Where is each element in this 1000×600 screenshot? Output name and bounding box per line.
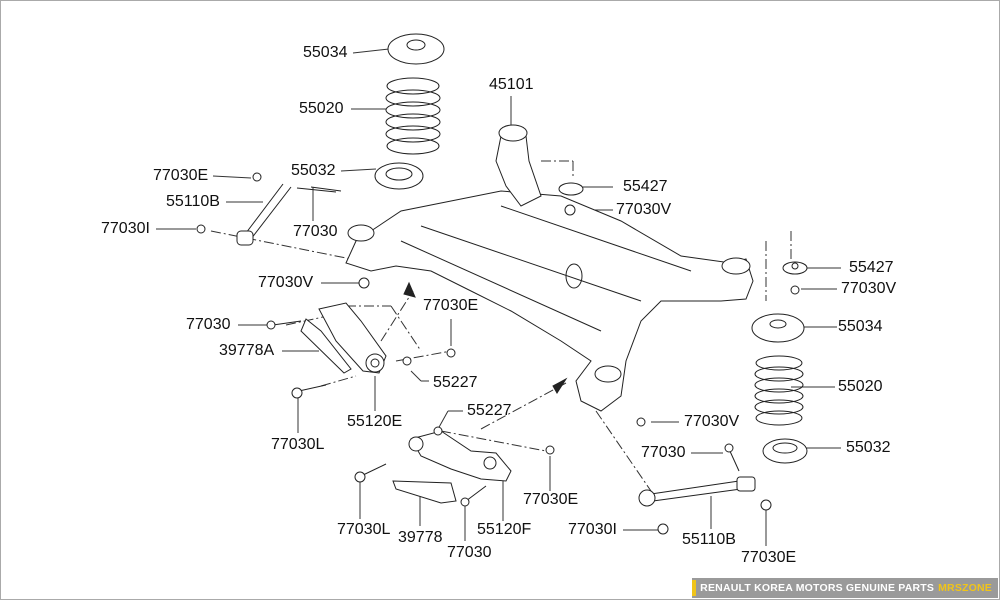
part-label-77030l[interactable]: 77030L	[337, 521, 391, 538]
part-label-55120e[interactable]: 55120E	[347, 413, 403, 430]
part-label-77030v[interactable]: 77030V	[841, 280, 897, 297]
part-label-77030[interactable]: 77030	[641, 444, 686, 461]
direction-arrows	[403, 281, 568, 394]
spring-seat-lower-right	[762, 438, 808, 464]
part-label-55032[interactable]: 55032	[291, 162, 336, 179]
lower-arm-center	[392, 426, 555, 504]
part-label-55034[interactable]: 55034	[303, 44, 348, 61]
part-label-55227[interactable]: 55227	[433, 374, 478, 391]
part-label-77030l[interactable]: 77030L	[271, 436, 325, 453]
part-label-55110b[interactable]: 55110B	[166, 193, 220, 210]
part-label-39778a[interactable]: 39778A	[219, 342, 275, 359]
part-label-55110b[interactable]: 55110B	[682, 531, 736, 548]
part-label-55427[interactable]: 55427	[623, 178, 668, 195]
part-label-55020[interactable]: 55020	[838, 378, 883, 395]
part-label-55034[interactable]: 55034	[838, 318, 883, 335]
lower-arm-left	[300, 302, 456, 374]
fasteners	[266, 182, 808, 535]
spring-seat-upper-right	[751, 313, 805, 343]
part-label-77030e[interactable]: 77030E	[153, 167, 209, 184]
part-label-77030e[interactable]: 77030E	[423, 297, 479, 314]
watermark-accent-bar	[692, 580, 697, 596]
part-label-77030v[interactable]: 77030V	[258, 274, 314, 291]
upper-link-left	[196, 172, 370, 289]
upper-link-right	[638, 476, 756, 507]
part-label-77030[interactable]: 77030	[186, 316, 231, 333]
part-label-77030[interactable]: 77030	[447, 544, 492, 561]
watermark-banner: RENAULT KOREA MOTORS GENUINE PARTS MRSZO…	[692, 578, 998, 598]
part-label-55227[interactable]: 55227	[467, 402, 512, 419]
part-label-77030i[interactable]: 77030I	[101, 220, 150, 237]
part-label-77030[interactable]: 77030	[293, 223, 338, 240]
part-label-45101[interactable]: 45101	[489, 76, 534, 93]
part-label-77030i[interactable]: 77030I	[568, 521, 617, 538]
part-label-55020[interactable]: 55020	[299, 100, 344, 117]
watermark-brand: MRSZONE	[938, 582, 992, 594]
spring-seat-upper-left	[387, 33, 445, 65]
coil-spring-right	[754, 355, 804, 426]
coil-spring-left	[385, 77, 441, 155]
part-label-39778[interactable]: 39778	[398, 529, 443, 546]
part-label-55120f[interactable]: 55120F	[477, 521, 532, 538]
part-label-55427[interactable]: 55427	[849, 259, 894, 276]
part-label-77030v[interactable]: 77030V	[616, 201, 672, 218]
part-label-77030v[interactable]: 77030V	[684, 413, 740, 430]
part-label-77030e[interactable]: 77030E	[741, 549, 797, 566]
watermark-text: RENAULT KOREA MOTORS GENUINE PARTS	[700, 582, 935, 594]
part-label-55032[interactable]: 55032	[846, 439, 891, 456]
part-label-77030e[interactable]: 77030E	[523, 491, 579, 508]
spring-seat-lower-left	[374, 162, 424, 190]
leader-lines	[156, 48, 841, 546]
subframe	[345, 124, 754, 412]
